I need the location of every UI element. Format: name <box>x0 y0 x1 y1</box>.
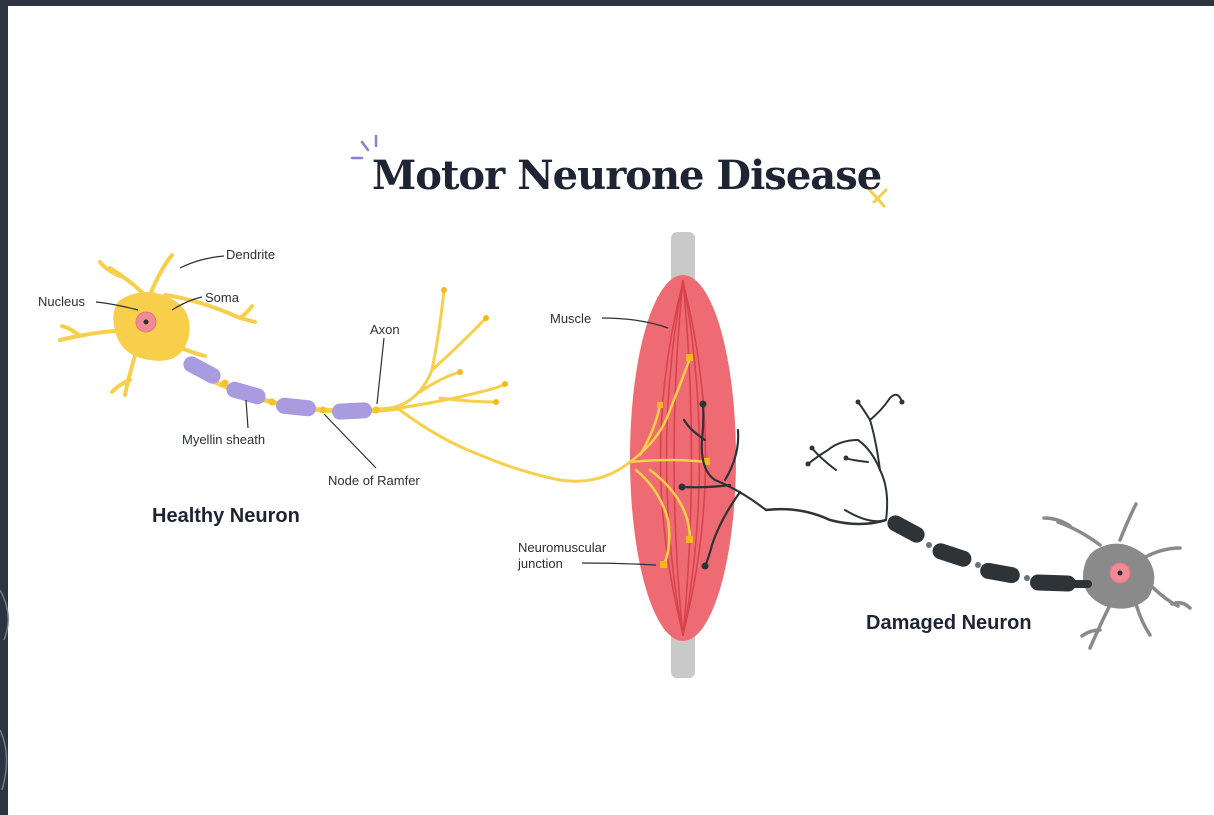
label-axon: Axon <box>370 322 400 338</box>
muscle-belly <box>630 275 736 641</box>
healthy-axon-terminals <box>395 290 630 481</box>
label-dendrite: Dendrite <box>226 247 275 263</box>
damaged-neuron <box>679 395 1191 648</box>
damaged-myelin-segments <box>885 513 1077 592</box>
label-soma: Soma <box>205 290 239 306</box>
label-muscle: Muscle <box>550 311 591 327</box>
healthy-neuron <box>60 255 630 481</box>
label-healthy-neuron: Healthy Neuron <box>152 505 300 528</box>
label-myelin-sheath: Myellin sheath <box>182 432 265 448</box>
myelin-sheath-segments <box>181 354 373 420</box>
label-node-of-ranvier: Node of Ramfer <box>328 473 420 489</box>
diagram-title: Motor Neurone Disease <box>372 152 881 199</box>
label-neuromuscular-junction-line1: Neuromuscular <box>518 540 606 556</box>
label-nucleus: Nucleus <box>38 294 85 310</box>
label-damaged-neuron: Damaged Neuron <box>866 612 1032 635</box>
label-neuromuscular-junction-line2: junction <box>518 556 563 572</box>
muscle <box>630 232 736 678</box>
background-decoration <box>0 590 8 790</box>
